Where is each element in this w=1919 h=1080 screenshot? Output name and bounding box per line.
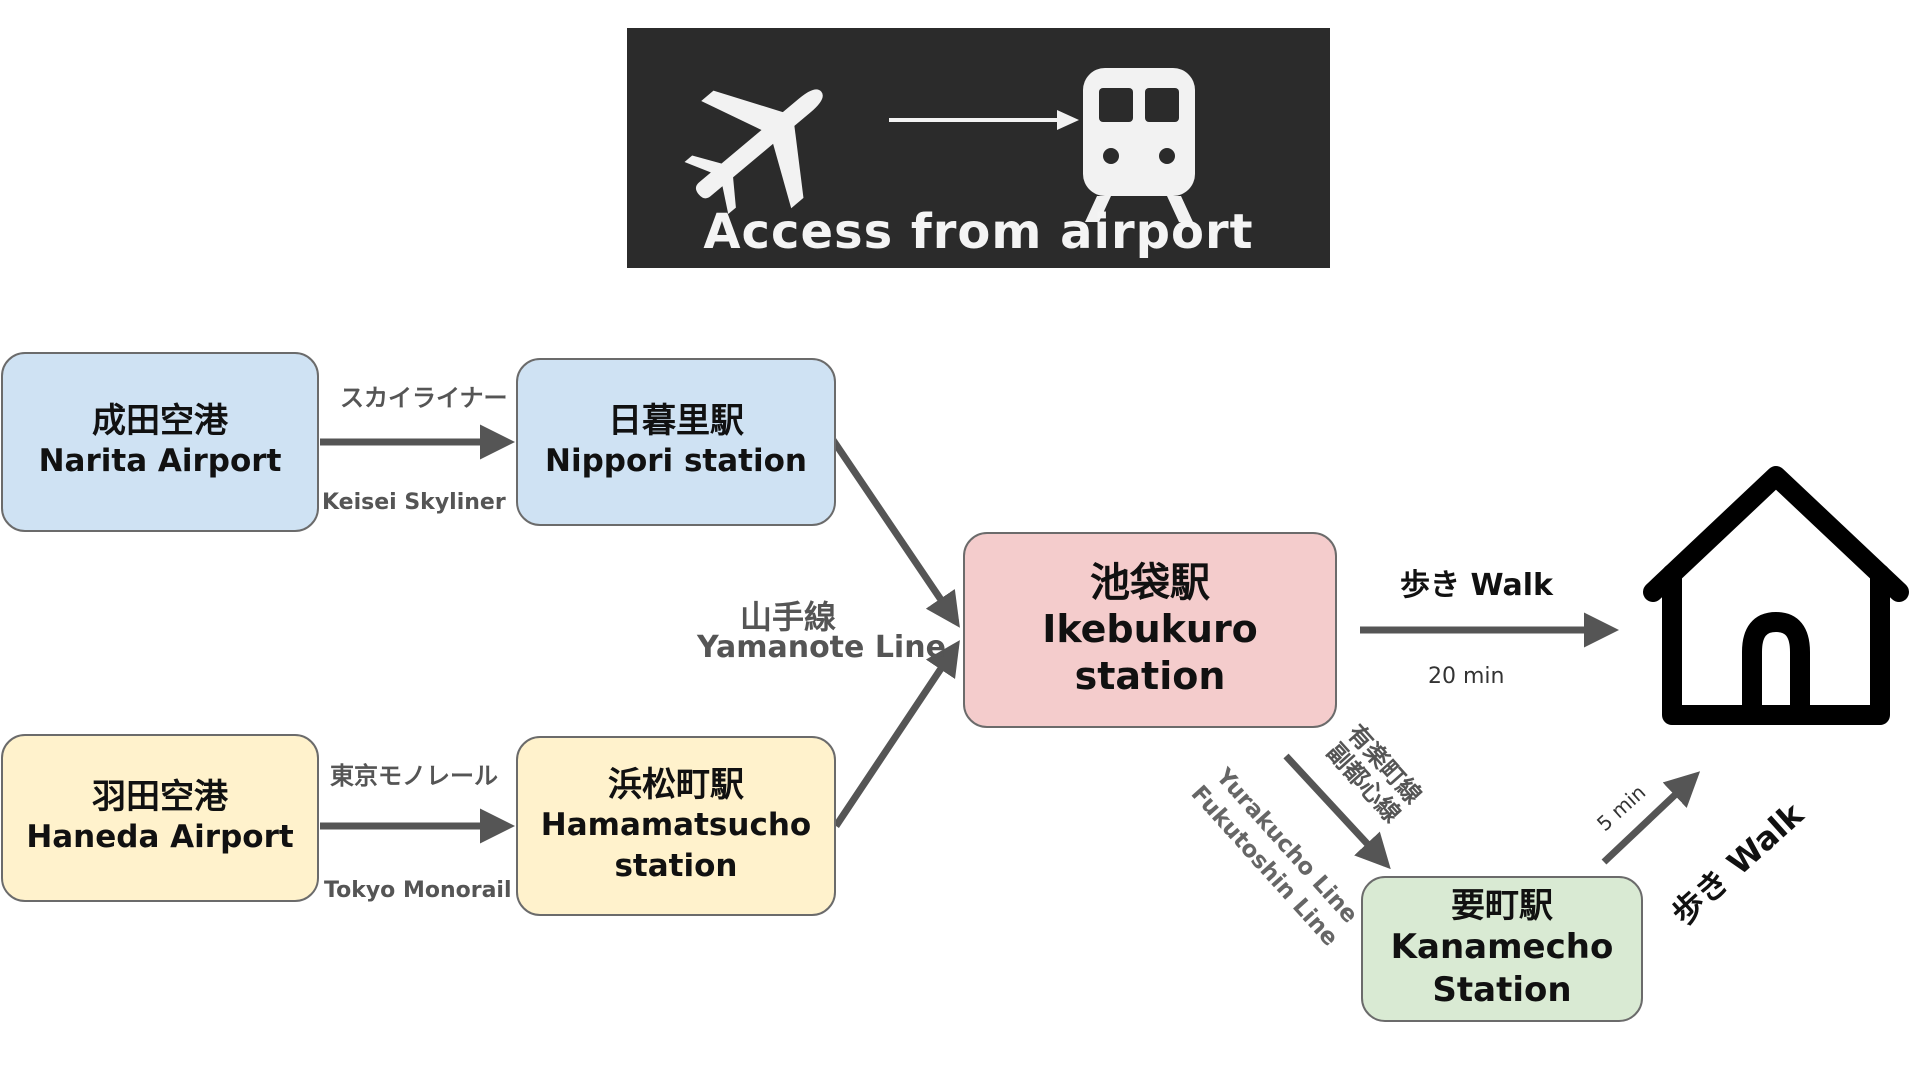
edge-label-yamanote-en: Yamanote Line — [697, 630, 946, 665]
banner-graphics — [684, 68, 1195, 222]
edge-label-walk-direct: 歩き Walk — [1400, 568, 1553, 603]
node-nippori-station: 日暮里駅 Nippori station — [516, 358, 836, 526]
node-label-jp: 日暮里駅 — [608, 401, 744, 442]
node-ikebukuro-station: 池袋駅 Ikebukuro station — [963, 532, 1337, 728]
node-narita-airport: 成田空港 Narita Airport — [1, 352, 319, 532]
node-label-en-line1: Ikebukuro — [1042, 606, 1258, 651]
node-label-en: Haneda Airport — [26, 819, 294, 856]
node-label-en: Nippori station — [545, 443, 807, 480]
edge-label-skyliner-en: Keisei Skyliner — [322, 490, 506, 515]
arrow-right-icon — [889, 110, 1079, 130]
node-label-jp: 要町駅 — [1451, 885, 1553, 926]
node-label-jp: 羽田空港 — [92, 777, 228, 818]
node-kanamecho-station: 要町駅 Kanamecho Station — [1361, 876, 1643, 1022]
node-label-en: Narita Airport — [38, 443, 282, 480]
node-hamamatsucho-station: 浜松町駅 Hamamatsucho station — [516, 736, 836, 916]
node-label-jp: 池袋駅 — [1090, 559, 1210, 606]
arrow-ikebukuro-kanamecho — [1283, 753, 1391, 870]
arrow-hamamatsucho-ikebukuro — [833, 640, 960, 828]
node-label-jp: 成田空港 — [92, 401, 228, 442]
node-label-en-line1: Hamamatsucho — [540, 807, 812, 844]
arrow-kanamecho-house — [1601, 771, 1701, 865]
edge-label-yamanote-jp: 山手線 — [740, 598, 837, 636]
node-label-en-line2: station — [614, 847, 738, 884]
edge-label-walk-direct-time: 20 min — [1428, 664, 1505, 689]
edge-label-skyliner-jp: スカイライナー — [340, 384, 508, 412]
arrow-nippori-ikebukuro — [830, 438, 960, 628]
header-banner: Access from airport — [627, 28, 1330, 268]
banner-title: Access from airport — [703, 204, 1254, 260]
node-label-en-line1: Kanamecho — [1390, 927, 1614, 968]
house-icon — [1643, 466, 1909, 725]
edge-label-monorail-en: Tokyo Monorail — [324, 878, 512, 903]
airplane-icon — [684, 89, 823, 215]
edge-label-monorail-jp: 東京モノレール — [330, 762, 498, 790]
node-haneda-airport: 羽田空港 Haneda Airport — [1, 734, 319, 902]
node-label-en-line2: station — [1074, 654, 1226, 698]
node-label-jp: 浜松町駅 — [608, 765, 744, 806]
train-icon — [1083, 68, 1195, 222]
node-label-en-line2: Station — [1432, 969, 1572, 1010]
